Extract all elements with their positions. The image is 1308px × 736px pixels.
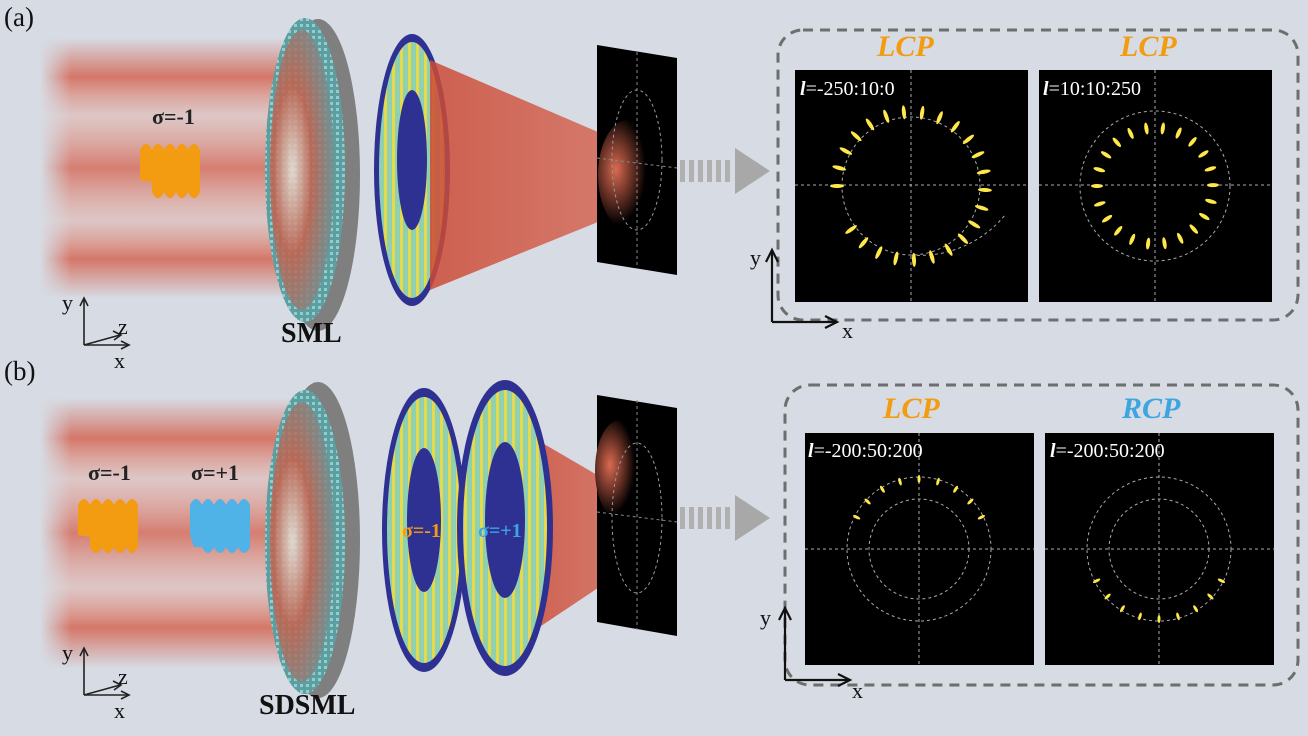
result-axis-x-label-b: x xyxy=(852,678,863,704)
polarization-label-b2: RCP xyxy=(1122,392,1180,426)
focal-spot xyxy=(918,475,921,483)
focal-spot xyxy=(830,184,844,188)
axis-z-label-b: z xyxy=(118,664,128,690)
result-plot-a2 xyxy=(1039,70,1272,302)
result-axis-x-label: x xyxy=(842,318,853,344)
disc-sigma-1-label: σ=-1 xyxy=(402,520,441,543)
panel-b-label: (b) xyxy=(4,356,35,387)
rcp-wave-packet-b xyxy=(190,499,250,553)
transfer-arrow xyxy=(680,148,770,194)
axis-x-label-b: x xyxy=(114,698,125,724)
l-range-b1: l=-200:50:200 xyxy=(808,440,923,463)
transfer-arrow-b xyxy=(680,495,770,541)
result-axis-y-label: y xyxy=(750,245,761,271)
input-sigma-1-label: σ=-1 xyxy=(88,460,131,486)
axis-x-label: x xyxy=(114,348,125,374)
axis-y-label-b: y xyxy=(62,640,73,666)
axis-y-label: y xyxy=(62,290,73,316)
disc-sigma-2-label: σ=+1 xyxy=(478,520,522,543)
result-axis-y-label-b: y xyxy=(760,605,771,631)
panel-a-label: (a) xyxy=(4,2,34,33)
input-sigma-label: σ=-1 xyxy=(152,104,195,130)
polarization-label-a1: LCP xyxy=(877,30,934,64)
device-label-sml: SML xyxy=(281,318,342,350)
focal-spot xyxy=(1158,615,1161,623)
result-plot-b2 xyxy=(1045,433,1274,665)
device-label-sdsml: SDSML xyxy=(259,690,355,722)
result-plot-b1 xyxy=(805,433,1034,665)
input-sigma-2-label: σ=+1 xyxy=(191,460,239,486)
axis-z-label: z xyxy=(118,314,128,340)
focal-spot xyxy=(1091,184,1103,188)
l-range-a2: l=10:10:250 xyxy=(1043,78,1141,101)
polarization-label-a2: LCP xyxy=(1120,30,1177,64)
l-range-b2: l=-200:50:200 xyxy=(1050,440,1165,463)
l-range-a1: l=-250:10:0 xyxy=(800,78,895,101)
polarization-label-b1: LCP xyxy=(883,392,940,426)
result-plot-a1 xyxy=(795,70,1028,302)
